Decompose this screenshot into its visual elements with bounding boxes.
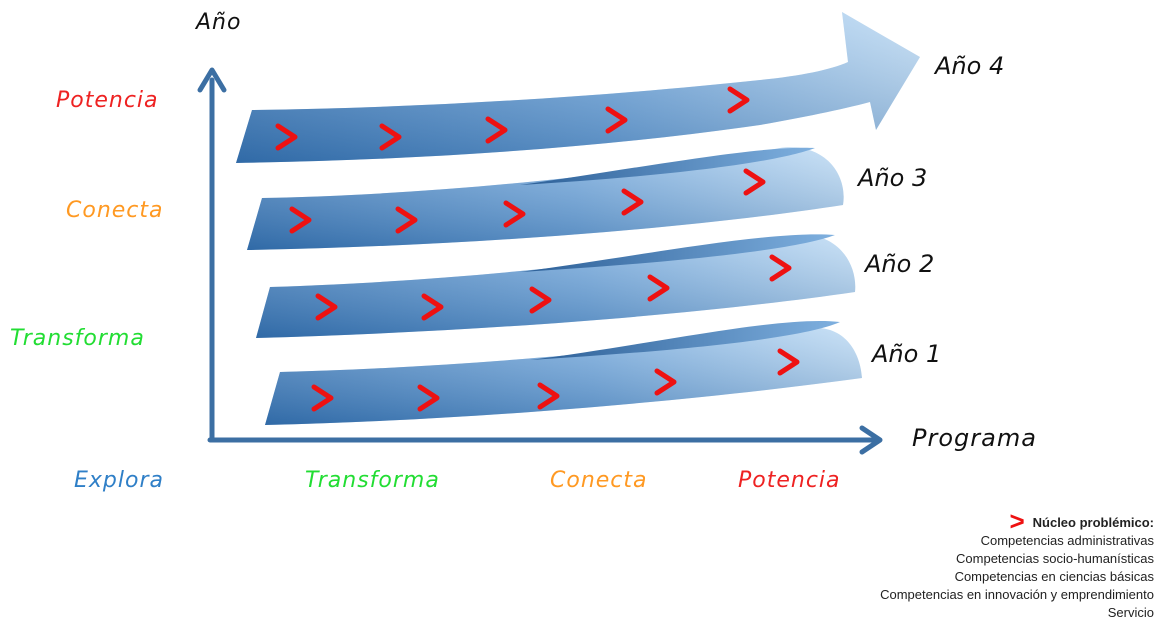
- twist-2-3: [520, 234, 835, 272]
- year-label-4: Año 4: [935, 52, 1005, 80]
- year-label-2: Año 2: [865, 250, 935, 278]
- nucleo-marker-icon: [311, 384, 334, 412]
- nucleo-marker-icon: [743, 168, 766, 196]
- band-year-2: [256, 234, 856, 338]
- band-year-3: [247, 147, 844, 250]
- x-axis: [207, 425, 883, 455]
- legend-marker-icon: >: [1009, 506, 1025, 536]
- x-label-conecta: Conecta: [550, 468, 648, 493]
- legend-title: Núcleo problémico:: [1032, 515, 1154, 530]
- nucleo-marker-icon: [769, 254, 792, 282]
- nucleo-marker-icon: [621, 188, 644, 216]
- nucleo-marker-icon: [654, 368, 677, 396]
- band-year-4: [236, 12, 920, 163]
- nucleo-marker-icon: [647, 274, 670, 302]
- year-label-1: Año 1: [872, 340, 942, 368]
- nucleo-marker-icon: [503, 200, 526, 228]
- y-axis-label: Año: [196, 10, 242, 35]
- x-axis-label: Programa: [912, 424, 1037, 452]
- twist-1-2: [530, 320, 840, 360]
- band-year-1: [265, 327, 862, 425]
- nucleo-marker-icon: [275, 123, 298, 151]
- nucleo-marker-icon: [289, 206, 312, 234]
- nucleo-marker-icon: [727, 86, 750, 114]
- year-label-3: Año 3: [858, 164, 928, 192]
- nucleo-marker-icon: [379, 123, 402, 151]
- y-label-conecta: Conecta: [66, 198, 164, 223]
- legend-title-row: > Núcleo problémico:: [880, 508, 1154, 534]
- legend-item: Competencias administrativas: [980, 533, 1154, 548]
- legend-item: Competencias en ciencias básicas: [954, 569, 1154, 584]
- y-axis: [197, 67, 227, 443]
- markers: [275, 86, 800, 412]
- nucleo-marker-icon: [605, 106, 628, 134]
- twist-3-4: [520, 147, 815, 185]
- x-label-potencia: Potencia: [738, 468, 841, 493]
- y-label-potencia: Potencia: [56, 88, 159, 113]
- nucleo-marker-icon: [395, 206, 418, 234]
- legend-item: Servicio: [1107, 605, 1154, 620]
- nucleo-marker-icon: [421, 293, 444, 321]
- y-label-transforma: Transforma: [10, 326, 145, 351]
- x-label-explora: Explora: [74, 468, 164, 493]
- nucleo-marker-icon: [529, 286, 552, 314]
- legend-item: Competencias socio-humanísticas: [956, 551, 1154, 566]
- nucleo-marker-icon: [537, 382, 560, 410]
- nucleo-marker-icon: [315, 293, 338, 321]
- legend-item: Competencias en innovación y emprendimie…: [880, 587, 1154, 602]
- nucleo-marker-icon: [777, 348, 800, 376]
- nucleo-marker-icon: [417, 384, 440, 412]
- nucleo-marker-icon: [485, 116, 508, 144]
- x-label-transforma: Transforma: [305, 468, 440, 493]
- legend: > Núcleo problémico: Competencias adminis…: [880, 508, 1154, 622]
